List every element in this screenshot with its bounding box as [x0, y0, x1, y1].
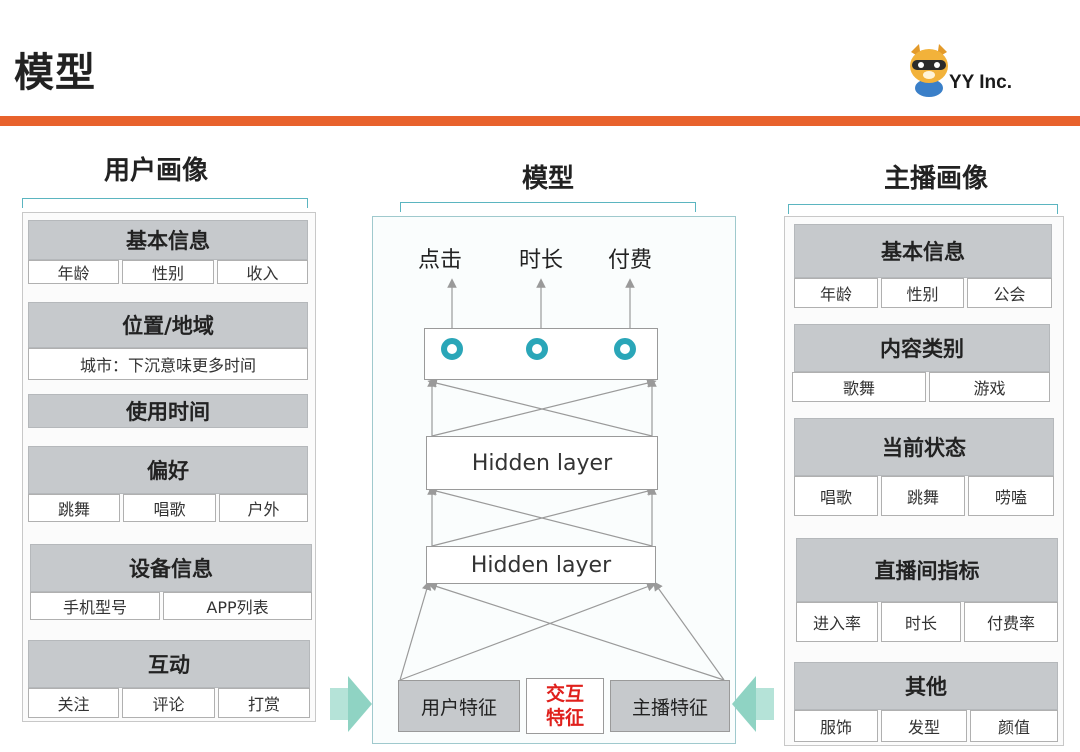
anchor-cell-age: 年龄 [794, 278, 878, 308]
feature-edge-anchor-right [653, 581, 725, 681]
anchor-cell-payment-rate: 付费率 [964, 602, 1058, 642]
anchor-group-other-header: 其他 [794, 662, 1058, 710]
output-label-duration: 时长 [518, 248, 563, 273]
anchor-cell-appearance: 颜值 [970, 710, 1058, 742]
user-group-device-header: 设备信息 [30, 544, 312, 592]
right-input-arrow [732, 676, 774, 732]
anchor-profile-bracket [788, 204, 1058, 214]
user-group-usage-time-header: 使用时间 [28, 394, 308, 428]
slide-title: 模型 [14, 50, 96, 96]
hidden-top-edge-cross-b [427, 378, 653, 437]
anchor-cell-gender: 性别 [881, 278, 964, 308]
user-profile-title: 用户画像 [103, 156, 208, 186]
anchor-profile-title: 主播画像 [883, 164, 988, 194]
user-profile-bracket [22, 198, 308, 208]
user-cell-tip: 打赏 [218, 688, 310, 718]
anchor-cell-duration: 时长 [881, 602, 961, 642]
anchor-cell-song-dance: 歌舞 [792, 372, 926, 402]
model-title: 模型 [521, 164, 574, 194]
logo-text: YY Inc. [949, 72, 1013, 93]
anchor-cell-clothing: 服饰 [794, 710, 878, 742]
left-input-arrow [330, 676, 372, 732]
anchor-cell-chat: 唠嗑 [968, 476, 1054, 516]
anchor-features-box: 主播特征 [610, 680, 730, 732]
user-cell-phone-model: 手机型号 [30, 592, 160, 620]
feature-edge-user-right [399, 582, 657, 681]
user-group-preference-header: 偏好 [28, 446, 308, 494]
anchor-cell-guild: 公会 [967, 278, 1052, 308]
user-cell-outdoor: 户外 [219, 494, 308, 522]
user-cell-income: 收入 [217, 260, 308, 284]
anchor-group-content-header: 内容类别 [794, 324, 1050, 372]
anchor-cell-hairstyle: 发型 [881, 710, 967, 742]
output-label-payment: 付费 [607, 248, 652, 273]
user-group-interaction-header: 互动 [28, 640, 310, 688]
anchor-group-metrics-header: 直播间指标 [796, 538, 1058, 602]
anchor-group-basic-header: 基本信息 [794, 224, 1052, 278]
user-group-location-header: 位置/地域 [28, 302, 308, 348]
output-node-ring [441, 338, 463, 360]
anchor-cell-game: 游戏 [929, 372, 1050, 402]
user-cell-city: 城市：下沉意味更多时间 [28, 348, 308, 380]
feature-edge-anchor-left [427, 581, 725, 681]
user-cell-dance: 跳舞 [28, 494, 120, 522]
output-node-ring [614, 338, 636, 360]
anchor-cell-sing: 唱歌 [794, 476, 878, 516]
user-group-basic-header: 基本信息 [28, 220, 308, 260]
user-cell-app-list: APP列表 [163, 592, 312, 620]
user-cell-gender: 性别 [122, 260, 214, 284]
hidden-layer-bottom: Hidden layer [426, 546, 656, 584]
anchor-group-status-header: 当前状态 [794, 418, 1054, 476]
user-features-box: 用户特征 [398, 680, 520, 732]
feature-edge-user-left [399, 580, 432, 681]
raccoon-mascot-icon [910, 44, 948, 97]
company-logo: YY Inc. [905, 42, 1065, 98]
output-label-click: 点击 [417, 248, 462, 273]
output-layer-box [424, 328, 658, 380]
user-cell-sing: 唱歌 [123, 494, 216, 522]
hidden-layer-top: Hidden layer [426, 436, 658, 490]
model-bracket [400, 202, 696, 212]
hidden-bottom-edge-cross-b [427, 486, 653, 547]
cross-features-box: 交互 特征 [526, 678, 604, 734]
cross-features-line2: 特征 [545, 707, 584, 729]
output-node-ring [526, 338, 548, 360]
user-cell-comment: 评论 [122, 688, 215, 718]
user-cell-follow: 关注 [28, 688, 119, 718]
accent-bar [0, 116, 1080, 126]
user-cell-age: 年龄 [28, 260, 119, 284]
anchor-cell-entry-rate: 进入率 [796, 602, 878, 642]
anchor-cell-dance: 跳舞 [881, 476, 965, 516]
cross-features-line1: 交互 [545, 683, 584, 705]
